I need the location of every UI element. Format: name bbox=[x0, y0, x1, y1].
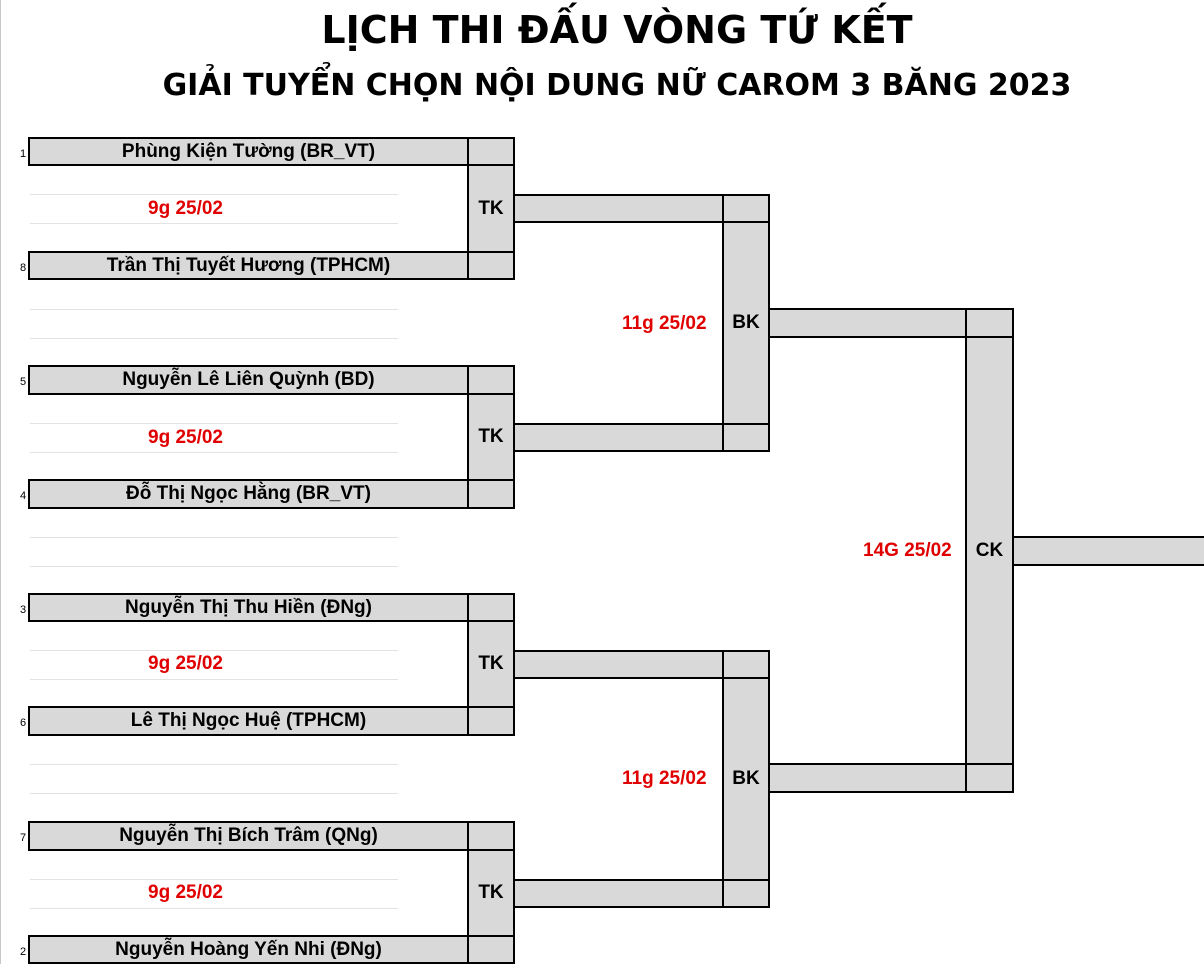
match-time: 11g 25/02 bbox=[622, 768, 707, 789]
score-cell bbox=[722, 194, 770, 223]
seed-number: 5 bbox=[20, 376, 27, 388]
round-label: TK bbox=[467, 620, 515, 708]
score-cell bbox=[467, 935, 515, 964]
round-label: BK bbox=[722, 677, 770, 881]
score-cell bbox=[467, 479, 515, 509]
player-name: Nguyễn Thị Bích Trâm (QNg) bbox=[28, 821, 469, 851]
score-cell bbox=[467, 706, 515, 736]
winner-line bbox=[513, 423, 724, 452]
seed-number: 1 bbox=[20, 148, 27, 160]
round-label: TK bbox=[467, 393, 515, 481]
match-time: 9g 25/02 bbox=[148, 882, 223, 903]
page-subtitle: GIẢI TUYỂN CHỌN NỘI DUNG NỮ CAROM 3 BĂNG… bbox=[162, 68, 1072, 103]
match-time: 9g 25/02 bbox=[148, 653, 223, 674]
seed-number: 2 bbox=[20, 946, 27, 958]
winner-line bbox=[513, 194, 724, 223]
score-cell bbox=[722, 879, 770, 908]
round-label: BK bbox=[722, 221, 770, 425]
score-cell bbox=[722, 650, 770, 679]
seed-number: 8 bbox=[20, 262, 27, 274]
match-time: 9g 25/02 bbox=[148, 427, 223, 448]
score-cell bbox=[467, 365, 515, 395]
match-time: 9g 25/02 bbox=[148, 198, 223, 219]
match-time: 11g 25/02 bbox=[622, 313, 707, 334]
player-name: Đỗ Thị Ngọc Hằng (BR_VT) bbox=[28, 479, 469, 509]
score-cell bbox=[965, 308, 1014, 338]
player-name: Nguyễn Lê Liên Quỳnh (BD) bbox=[28, 365, 469, 395]
sheet-left-edge bbox=[0, 0, 1, 964]
winner-line bbox=[768, 308, 967, 338]
page-title: LỊCH THI ĐẤU VÒNG TỨ KẾT bbox=[321, 8, 913, 52]
score-cell bbox=[467, 251, 515, 280]
score-cell bbox=[467, 137, 515, 166]
round-label: TK bbox=[467, 849, 515, 937]
player-name: Phùng Kiện Tường (BR_VT) bbox=[28, 137, 469, 166]
round-label: CK bbox=[965, 336, 1014, 765]
seed-number: 7 bbox=[20, 832, 27, 844]
winner-line bbox=[513, 879, 724, 908]
score-cell bbox=[722, 423, 770, 452]
seed-number: 3 bbox=[20, 604, 27, 616]
seed-number: 6 bbox=[20, 717, 27, 729]
player-name: Lê Thị Ngọc Huệ (TPHCM) bbox=[28, 706, 469, 736]
match-time: 14G 25/02 bbox=[863, 540, 952, 561]
score-cell bbox=[965, 763, 1014, 793]
winner-line bbox=[513, 650, 724, 679]
player-name: Trần Thị Tuyết Hương (TPHCM) bbox=[28, 251, 469, 280]
score-cell bbox=[467, 593, 515, 622]
score-cell bbox=[467, 821, 515, 851]
player-name: Nguyễn Hoàng Yến Nhi (ĐNg) bbox=[28, 935, 469, 964]
round-label: TK bbox=[467, 164, 515, 253]
seed-number: 4 bbox=[20, 490, 27, 502]
player-name: Nguyễn Thị Thu Hiền (ĐNg) bbox=[28, 593, 469, 622]
winner-line bbox=[768, 763, 967, 793]
champion-line bbox=[1012, 536, 1204, 566]
